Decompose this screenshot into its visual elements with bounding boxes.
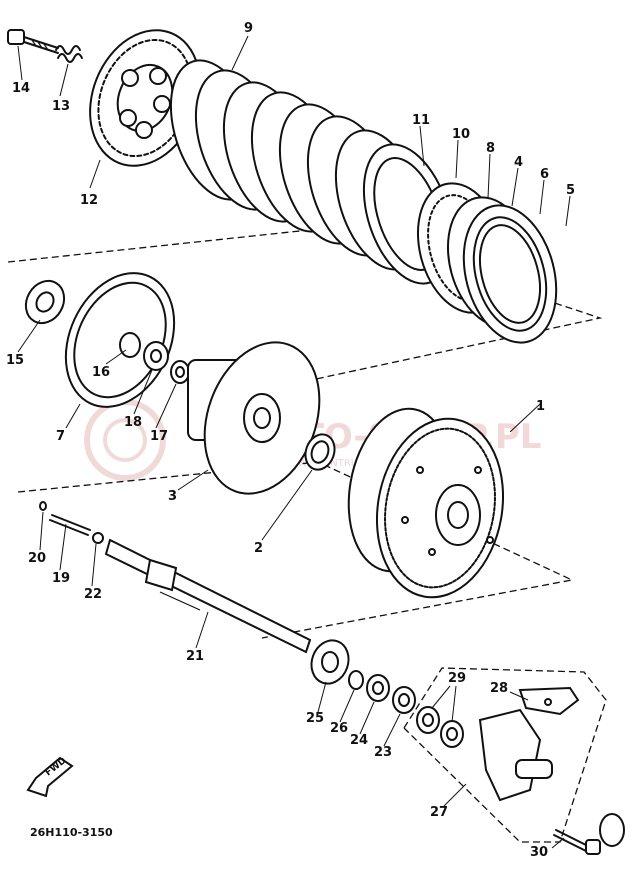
callout-23: 23: [374, 745, 392, 760]
callout-29: 29: [448, 671, 466, 686]
part-18-nut: [143, 341, 169, 371]
part-23-seal: [392, 686, 416, 714]
callout-13: 13: [52, 99, 70, 114]
callout-8: 8: [486, 141, 495, 156]
callout-18: 18: [124, 415, 142, 430]
part-28-lever: [518, 686, 580, 716]
part-14-bolt: [7, 29, 59, 54]
callout-22: 22: [84, 587, 102, 602]
part-27-push-lever-assembly: [478, 708, 553, 802]
callout-16: 16: [92, 365, 110, 380]
callout-7: 7: [56, 429, 65, 444]
part-17-washer: [170, 360, 190, 384]
part-30-bolt: [553, 813, 625, 855]
callout-14: 14: [12, 81, 30, 96]
drawing-code: 26H110-3150: [30, 826, 113, 839]
callout-2: 2: [254, 541, 263, 556]
leader-lines: [17, 35, 571, 849]
callout-20: 20: [28, 551, 46, 566]
part-21-main-axle: [104, 538, 312, 654]
callout-27: 27: [430, 805, 448, 820]
part-26-circlip: [348, 670, 364, 690]
part-2-washer: [304, 433, 336, 471]
callout-6: 6: [540, 167, 549, 182]
callout-labels: 14 13 12 9 11 10 8 4 6 5 15 16 7 18 17 3…: [6, 21, 575, 860]
part-1-clutch-housing: [347, 407, 505, 599]
callout-25: 25: [306, 711, 324, 726]
part-rings-4-5-6-8: [416, 182, 558, 344]
callout-15: 15: [6, 353, 24, 368]
part-7-plate: [64, 272, 176, 408]
part-12-pressure-plate: [89, 29, 201, 167]
fwd-arrow: FWD: [26, 756, 74, 798]
callout-24: 24: [350, 733, 368, 748]
part-3-clutch-boss: [187, 341, 321, 495]
part-13-spring: [55, 45, 83, 63]
watermark-sub: INTERNETOWE CENTRUM GALERY YAMAHA: [240, 458, 454, 469]
callout-28: 28: [490, 681, 508, 696]
part-22-ball: [92, 532, 104, 544]
callout-3: 3: [168, 489, 177, 504]
callout-11: 11: [412, 113, 430, 128]
callout-17: 17: [150, 429, 168, 444]
callout-4: 4: [514, 155, 523, 170]
callout-10: 10: [452, 127, 470, 142]
part-15-bearing: [24, 279, 66, 325]
part-20-pin: [39, 501, 47, 511]
callout-5: 5: [566, 183, 575, 198]
callout-1: 1: [536, 399, 545, 414]
callout-12: 12: [80, 193, 98, 208]
part-25-bearing: [310, 639, 350, 685]
callout-9: 9: [244, 21, 253, 36]
part-19-push-rod: [49, 514, 91, 536]
callout-21: 21: [186, 649, 204, 664]
callout-26: 26: [330, 721, 348, 736]
part-24-collar: [366, 674, 390, 702]
part-29-oil-seals: [416, 706, 464, 748]
callout-30: 30: [530, 845, 548, 860]
callout-19: 19: [52, 571, 70, 586]
